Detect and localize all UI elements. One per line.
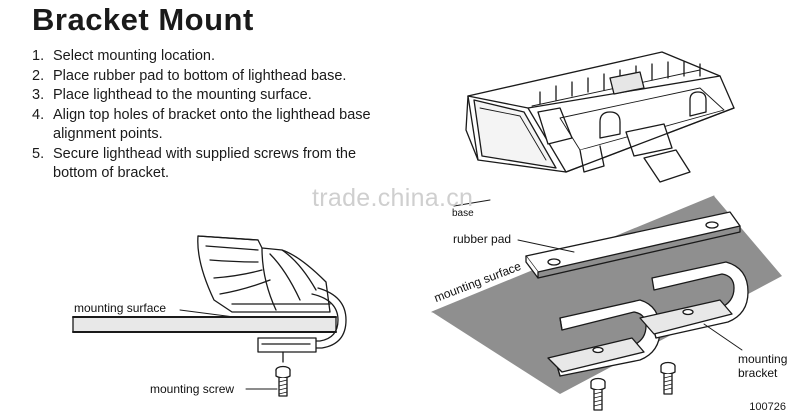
step-text: Align top holes of bracket onto the ligh… [53,106,371,143]
step-text: Place rubber pad to bottom of lighthead … [53,67,347,84]
step-text: Select mounting location. [53,48,216,64]
leader-line [703,323,743,351]
mounting-surface-plane [432,196,782,394]
step-item: 3. Place lighthead to the mounting surfac… [32,86,392,106]
step-number: 3. [32,87,45,103]
label-mounting-bracket: mounting bracket [738,352,788,380]
step-number: 2. [32,67,45,84]
step-item: 4. Align top holes of bracket onto the li… [32,106,392,145]
watermark: trade.china.cn [312,184,474,212]
mounting-bracket-right [639,261,749,339]
step-item: 2. Place rubber pad to bottom of lighthea… [32,67,392,87]
step-text: Secure lighthead with supplied screws fr… [53,145,357,182]
side-view-bracket [257,287,347,363]
step-number: 5. [32,145,45,162]
leader-line [517,239,575,253]
step-number: 1. [32,48,45,64]
step-number: 4. [32,106,45,123]
page-title: Bracket Mount [32,2,254,37]
part-code: 100726 [749,401,786,413]
step-text: Place lighthead to the mounting surface. [53,87,312,103]
rubber-pad [525,211,741,279]
side-view-lighthead [197,235,331,313]
label-mounting-surface-side: mounting surface [74,301,167,315]
leader-line [179,309,235,318]
step-item: 1. Select mounting location. [32,47,392,67]
label-rubber-pad: rubber pad [453,232,512,246]
lighthead [465,51,735,183]
instruction-steps: 1. Select mounting location. 2. Place rubb… [32,47,392,184]
label-base: base [452,208,474,219]
side-view-surface [72,316,337,333]
screw-left [590,377,606,411]
step-item: 5. Secure lighthead with supplied screws … [32,145,392,184]
label-mounting-screw: mounting screw [150,382,235,396]
screw-right [660,361,676,395]
side-view-screw [275,365,291,397]
